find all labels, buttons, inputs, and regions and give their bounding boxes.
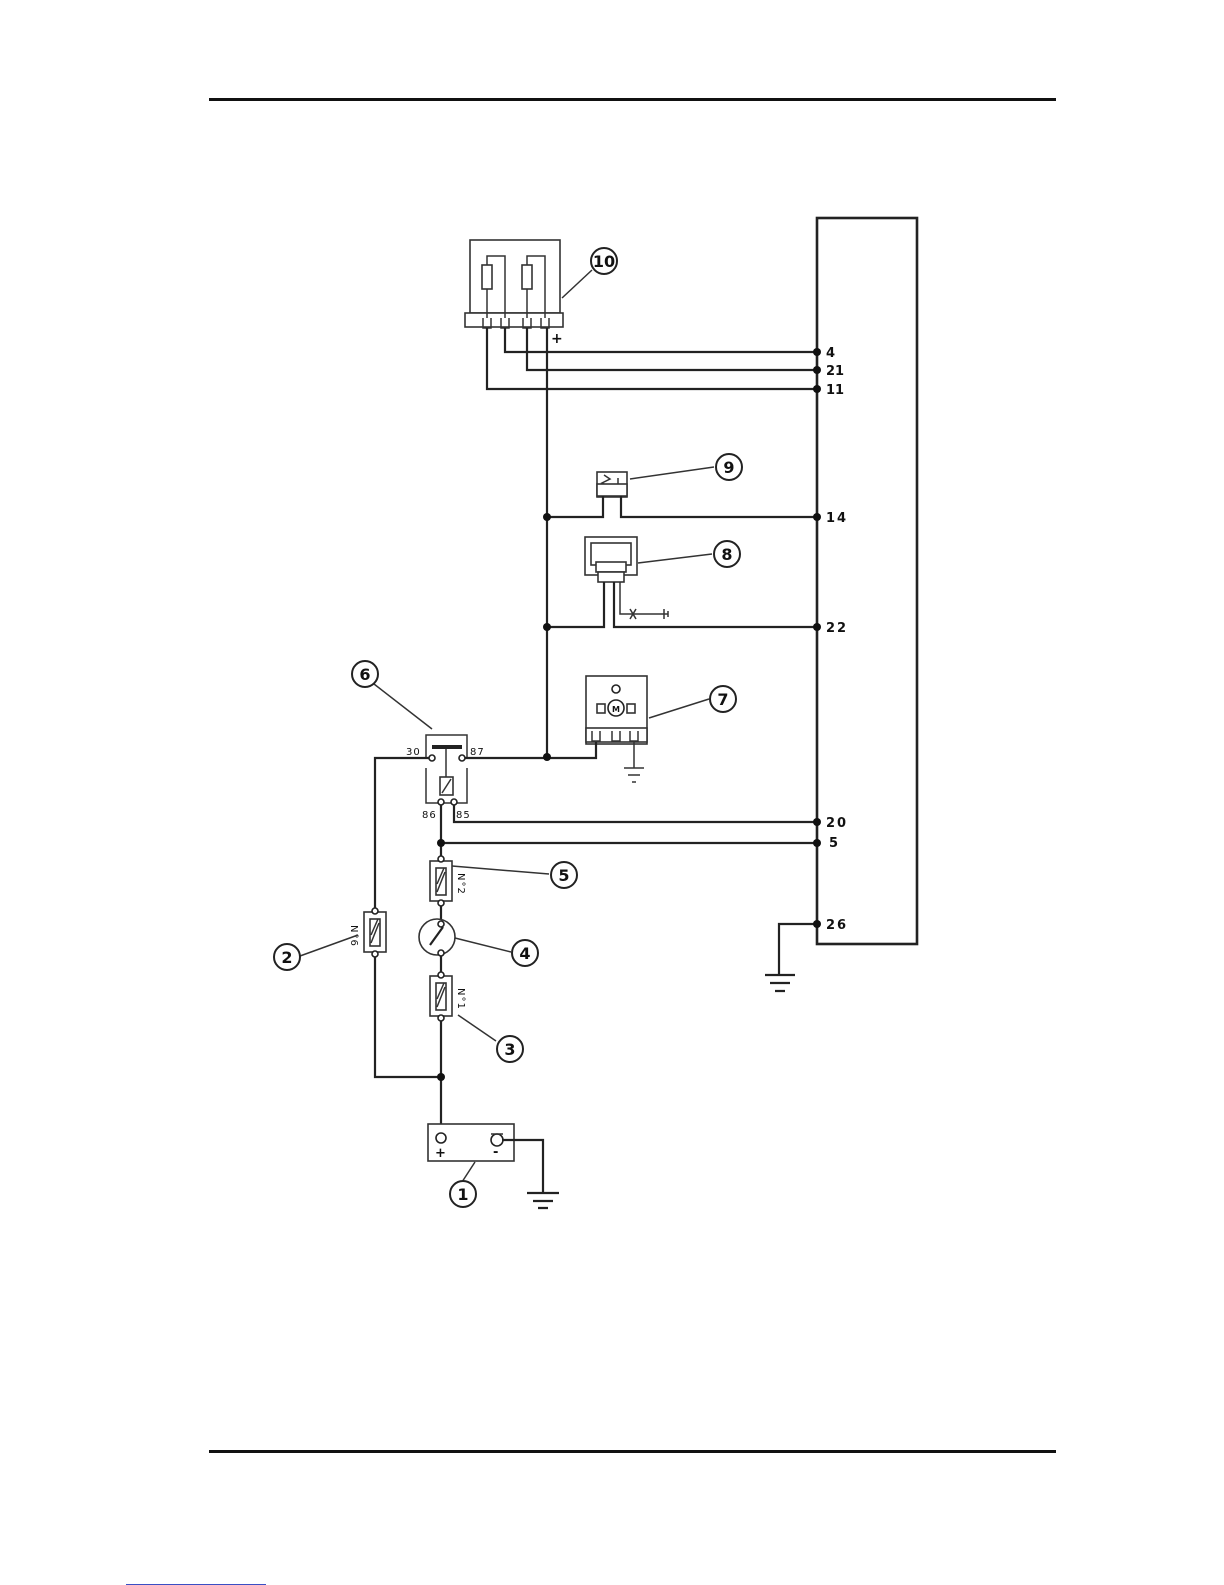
relay-terminal-30: 30 xyxy=(406,747,421,758)
battery-minus: - xyxy=(493,1145,498,1160)
callout-7-label: 7 xyxy=(717,690,728,709)
ecu-pin-4: 4 xyxy=(826,346,837,361)
callout-5-label: 5 xyxy=(558,866,569,885)
callout-8: 8 xyxy=(714,541,740,567)
fuse-5 xyxy=(430,856,452,906)
ecu-pin-26: 26 xyxy=(826,918,848,933)
callout-2: 2 xyxy=(274,944,300,970)
callout-1: 1 xyxy=(450,1181,476,1207)
wire-pin-5 xyxy=(441,805,817,843)
battery-1 xyxy=(428,1124,559,1208)
callout-10-label: 10 xyxy=(593,252,615,271)
battery-plus: + xyxy=(435,1146,446,1161)
wire-relay-30 xyxy=(375,758,429,910)
callout-2-label: 2 xyxy=(281,948,292,967)
fuel-pump-7 xyxy=(586,676,647,782)
ecu-pin-14: 14 xyxy=(826,511,848,526)
callout-3: 3 xyxy=(497,1036,523,1062)
callout-8-label: 8 xyxy=(721,545,732,564)
callout-5: 5 xyxy=(551,862,577,888)
fuse-label-n2: N°2 xyxy=(455,873,466,895)
callout-9-label: 9 xyxy=(723,458,734,477)
relay-terminal-85: 85 xyxy=(456,810,471,821)
ecu-ground-wire xyxy=(765,924,817,991)
callout-4: 4 xyxy=(512,940,538,966)
callout-10: 10 xyxy=(591,248,617,274)
wire-8-power xyxy=(547,582,604,627)
ecu-pin-20: 20 xyxy=(826,816,848,831)
callout-1-label: 1 xyxy=(457,1185,468,1204)
ecu-pin-11: 11 xyxy=(826,383,844,398)
callout-9: 9 xyxy=(716,454,742,480)
ecu-pin-22: 22 xyxy=(826,621,848,636)
callout-6: 6 xyxy=(352,661,378,687)
motor-symbol: M xyxy=(612,705,620,714)
sensor-9 xyxy=(597,472,627,497)
wire-pin-20 xyxy=(454,805,817,822)
plus-sign-10: + xyxy=(551,331,563,347)
wire-pin-21 xyxy=(527,328,817,370)
callout-3-label: 3 xyxy=(504,1040,515,1059)
wire-pin-14 xyxy=(547,496,817,517)
callout-6-label: 6 xyxy=(359,665,370,684)
wire-pin-11 xyxy=(487,328,817,389)
sensor-8 xyxy=(585,537,668,619)
fuse-3 xyxy=(430,972,452,1021)
fuse-2 xyxy=(364,908,386,957)
relay-6 xyxy=(426,735,467,805)
relay-terminal-86: 86 xyxy=(422,810,437,821)
relay-terminal-87: 87 xyxy=(470,747,485,758)
fuse-label-n1: N°1 xyxy=(455,988,466,1010)
ignition-switch-4 xyxy=(419,919,455,956)
ecu-pin-5: 5 xyxy=(829,836,840,851)
injector-connector xyxy=(465,240,563,328)
callout-4-label: 4 xyxy=(519,944,530,963)
ecu-pin-21: 21 xyxy=(826,364,844,379)
callout-7: 7 xyxy=(710,686,736,712)
wire-pin-22 xyxy=(614,582,817,627)
